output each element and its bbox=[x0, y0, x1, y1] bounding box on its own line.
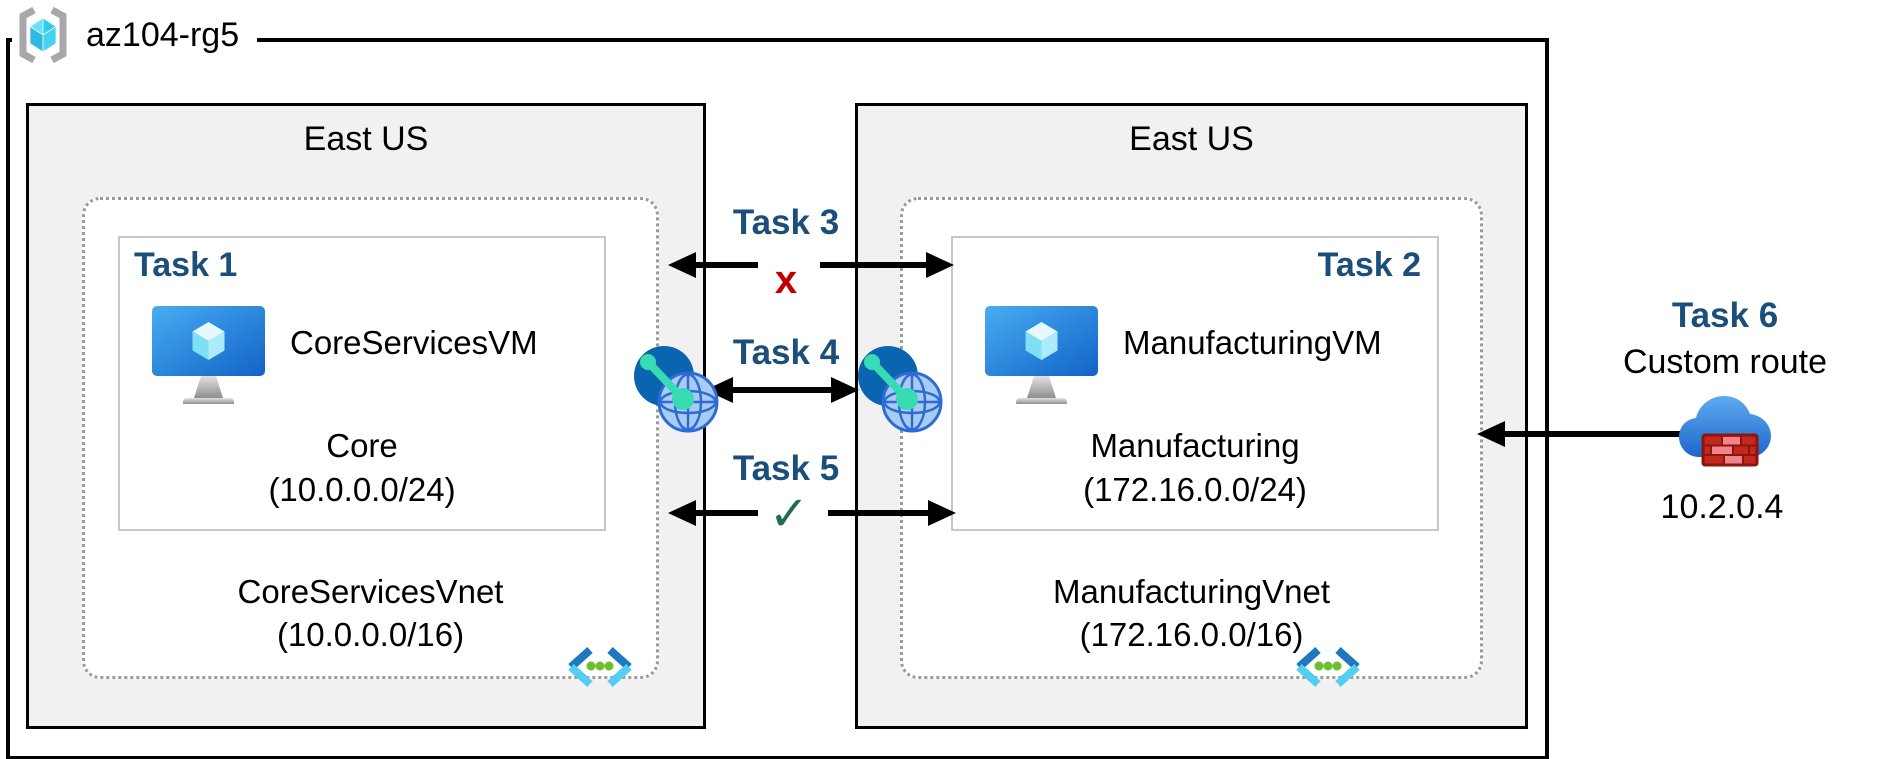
custom-route-ip: 10.2.0.4 bbox=[1660, 488, 1784, 526]
subnet-caption-manufacturing: Manufacturing (172.16.0.0/24) bbox=[953, 424, 1437, 512]
vnet-caption-coreservices: CoreServicesVnet (10.0.0.0/16) bbox=[85, 570, 656, 656]
vnet-cidr: (172.16.0.0/16) bbox=[1079, 616, 1304, 653]
vm-name: ManufacturingVM bbox=[1123, 324, 1382, 361]
task4-arrow bbox=[705, 372, 859, 408]
vnet-name: CoreServicesVnet bbox=[237, 573, 504, 610]
resource-group-name: az104-rg5 bbox=[86, 15, 240, 54]
vnet-peering-icon bbox=[856, 346, 944, 434]
virtual-machine-icon bbox=[152, 306, 265, 406]
region-title-right: East US bbox=[1129, 120, 1254, 158]
subnet-cidr: (10.0.0.0/24) bbox=[268, 471, 456, 508]
task5-label: Task 5 bbox=[732, 449, 840, 488]
vm-name: CoreServicesVM bbox=[290, 324, 538, 361]
region-title-left: East US bbox=[303, 120, 429, 158]
task4-label: Task 4 bbox=[732, 333, 840, 372]
subnet-box-core: Task 1 bbox=[118, 236, 606, 531]
subnet-cidr: (172.16.0.0/24) bbox=[1083, 471, 1307, 508]
subnet-name: Manufacturing bbox=[1090, 427, 1300, 464]
subnet-box-manufacturing: Task 2 bbox=[951, 236, 1439, 531]
task3-blocked-x: x bbox=[774, 258, 798, 302]
firewall-cloud-icon bbox=[1679, 393, 1771, 473]
subnet-name: Core bbox=[326, 427, 398, 464]
task2-label: Task 2 bbox=[1317, 246, 1421, 284]
vnet-peering-icon bbox=[632, 346, 720, 434]
vnet-cidr: (10.0.0.0/16) bbox=[276, 616, 465, 653]
task1-label: Task 1 bbox=[134, 246, 238, 284]
task6-arrow bbox=[1477, 416, 1699, 452]
virtual-network-icon bbox=[566, 647, 634, 687]
task3-label: Task 3 bbox=[732, 203, 840, 242]
task6-label: Task 6 bbox=[1671, 296, 1779, 335]
resource-group-label: az104-rg5 bbox=[12, 2, 258, 68]
custom-route-title: Custom route bbox=[1622, 343, 1828, 381]
resource-group-icon bbox=[14, 5, 72, 65]
task3-arrow bbox=[668, 247, 954, 283]
subnet-caption-core: Core (10.0.0.0/24) bbox=[120, 424, 604, 512]
task5-arrow bbox=[668, 495, 956, 531]
virtual-network-icon bbox=[1294, 647, 1362, 687]
virtual-machine-icon bbox=[985, 306, 1098, 406]
vnet-caption-manufacturing: ManufacturingVnet (172.16.0.0/16) bbox=[903, 570, 1480, 656]
vnet-name: ManufacturingVnet bbox=[1052, 573, 1330, 610]
task5-allowed-check: ✓ bbox=[768, 488, 810, 541]
